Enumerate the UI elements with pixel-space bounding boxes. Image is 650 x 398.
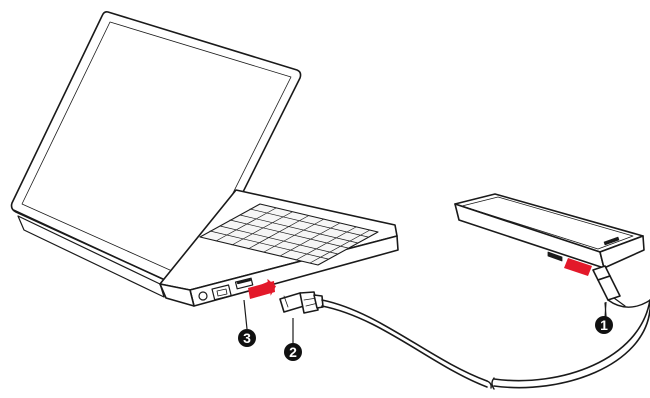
usb-a-plug	[279, 291, 324, 314]
ethernet-port	[211, 284, 232, 301]
callout-2: 2	[284, 343, 302, 361]
cable-wire	[321, 299, 488, 382]
callout-2-badge	[284, 343, 302, 361]
laptop-side-ports	[198, 277, 254, 301]
laptop	[10, 11, 399, 307]
external-hard-drive	[454, 193, 645, 269]
callout-3: 3	[238, 329, 256, 347]
callout-3-badge	[238, 329, 256, 347]
drive-logo	[603, 236, 620, 246]
callout-1-badge	[595, 316, 613, 334]
insert-arrow-drive	[564, 258, 592, 276]
micro-usb-plug	[592, 265, 650, 317]
callout-1: 1	[595, 316, 613, 334]
drive-usb-port	[547, 251, 563, 262]
laptop-usb-port	[234, 277, 254, 290]
callout-3-label: 3	[243, 330, 251, 346]
callout-1-label: 1	[600, 317, 608, 333]
callout-2-label: 2	[289, 344, 297, 360]
audio-jack	[198, 291, 208, 301]
usb-cable	[279, 265, 650, 390]
laptop-keyboard	[199, 203, 379, 266]
